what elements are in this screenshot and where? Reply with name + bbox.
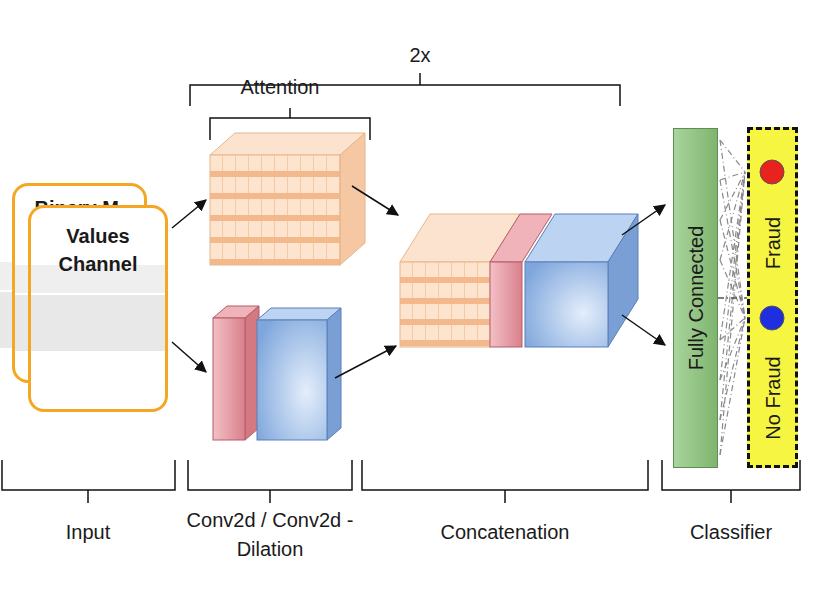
neuron-dot bbox=[760, 306, 784, 330]
channel-title: Values Channel bbox=[39, 216, 157, 278]
input-channel-card: Values Channel bbox=[28, 205, 168, 412]
part-label: Attention bbox=[220, 73, 340, 102]
section-label: Conv2d / Conv2d - Dilation bbox=[182, 506, 358, 564]
bracket bbox=[2, 460, 175, 503]
bracket bbox=[190, 73, 620, 106]
conv-block bbox=[213, 306, 341, 440]
section-label: Input bbox=[28, 518, 148, 547]
section-label: Classifier bbox=[651, 518, 811, 547]
bracket bbox=[362, 460, 648, 503]
repeat-label: 2x bbox=[390, 41, 450, 70]
section-label: Concatenation bbox=[405, 518, 605, 547]
layer-label: Fully Connected bbox=[684, 226, 707, 371]
attention-cube bbox=[210, 133, 365, 265]
bracket bbox=[188, 460, 352, 503]
neuron-dot bbox=[760, 160, 784, 184]
class-label: Fraud bbox=[761, 217, 784, 269]
class-label: No Fraud bbox=[761, 356, 784, 439]
fully-connected-layer: Fully Connected bbox=[673, 128, 718, 468]
flow-arrow bbox=[172, 186, 665, 378]
output-layer: Fraud No Fraud bbox=[747, 127, 798, 468]
connection-line bbox=[718, 297, 747, 299]
concatenation-block bbox=[400, 214, 638, 347]
